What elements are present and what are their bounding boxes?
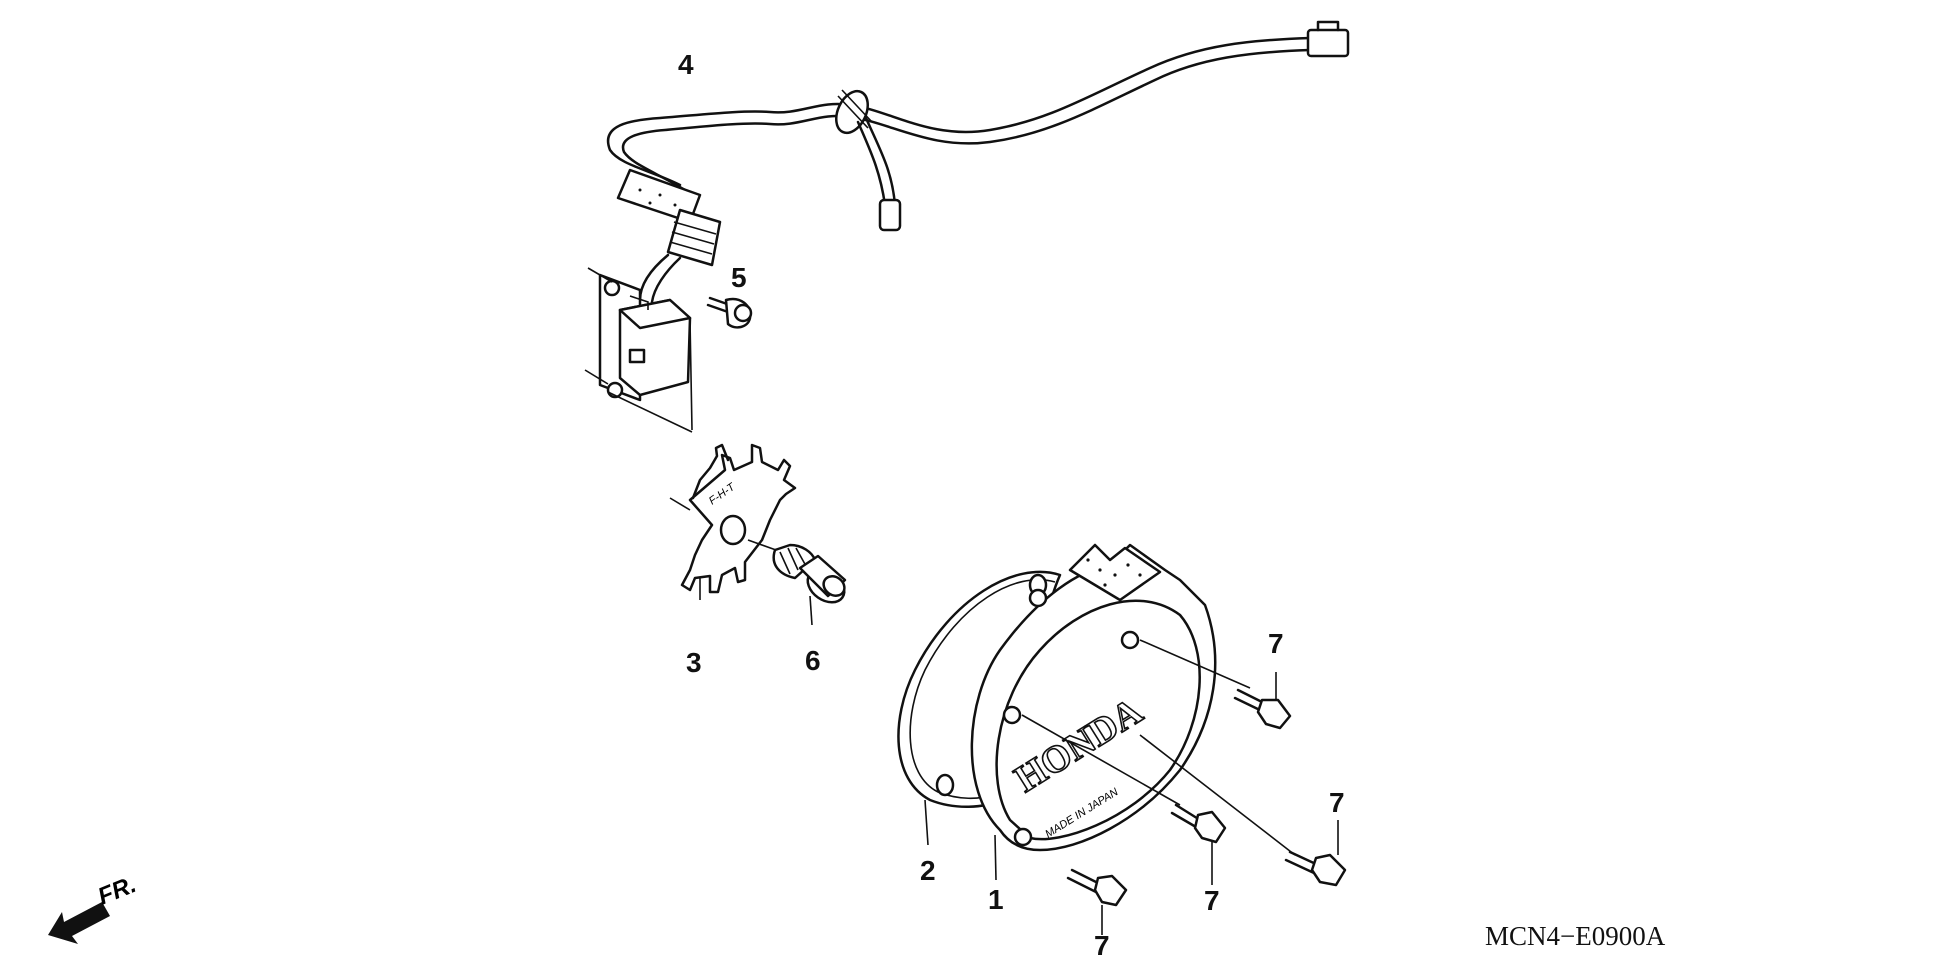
reluctor-plate-part-3[interactable]: F-H-T [669, 443, 797, 600]
wire-harness[interactable] [606, 20, 1350, 304]
front-arrow-icon [48, 902, 110, 944]
bolt-part-7-lower[interactable] [1066, 868, 1128, 935]
callout-5: 5 [731, 262, 747, 293]
diagram-code: MCN4−E0900A [1485, 921, 1666, 951]
pulse-generator-cover-part-1[interactable]: HONDA MADE IN JAPAN [970, 543, 1217, 881]
bolt-part-7-right[interactable] [1139, 734, 1347, 887]
callout-6: 6 [805, 645, 821, 676]
callout-7-right: 7 [1329, 787, 1345, 818]
pulse-generator-module[interactable] [584, 267, 693, 433]
bolt-part-7-upper[interactable] [1139, 639, 1292, 730]
flange-bolt-part-6[interactable] [747, 539, 850, 626]
bolt-part-7-middle[interactable] [1021, 714, 1227, 885]
callout-7-lower: 7 [1094, 930, 1110, 961]
front-direction-arrow: FR. [48, 871, 140, 944]
screw-part-5[interactable] [706, 296, 753, 329]
callout-4: 4 [678, 49, 694, 80]
callout-2: 2 [920, 855, 936, 886]
callout-7-upper: 7 [1268, 628, 1284, 659]
callout-3: 3 [686, 647, 702, 678]
callout-1: 1 [988, 884, 1004, 915]
front-label: FR. [94, 871, 140, 911]
callout-7-middle: 7 [1204, 885, 1220, 916]
